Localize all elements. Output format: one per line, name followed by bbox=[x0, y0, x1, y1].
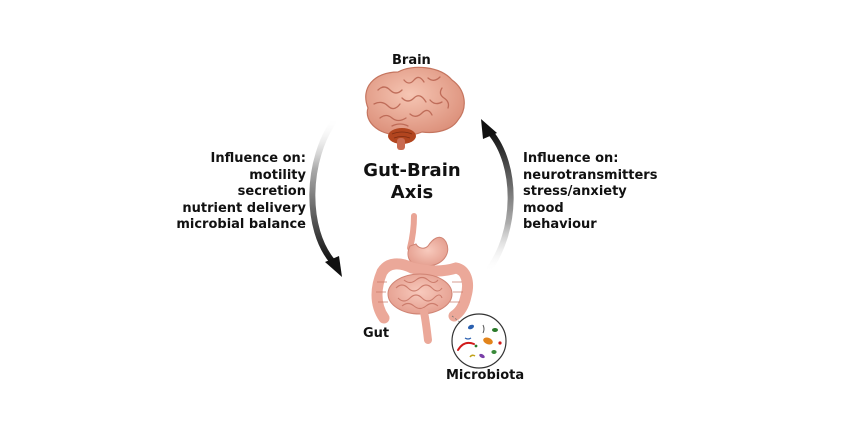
gut-icon bbox=[371, 213, 474, 344]
brain-label: Brain bbox=[392, 53, 431, 68]
left-influence-heading: Influence on: bbox=[210, 151, 307, 166]
microbiota-icon bbox=[451, 313, 507, 369]
microbiota-label: Microbiota bbox=[446, 368, 525, 383]
left-arrowhead bbox=[325, 256, 342, 277]
left-influence-item: microbial balance bbox=[176, 217, 306, 232]
center-title-line-1: Gut-Brain bbox=[363, 160, 461, 181]
right-influence-heading: Influence on: bbox=[523, 151, 619, 166]
right-arrow bbox=[481, 119, 514, 275]
left-arrow bbox=[309, 115, 342, 277]
center-title: Gut-Brain Axis bbox=[338, 160, 486, 204]
left-influence-item: nutrient delivery bbox=[182, 200, 306, 216]
gut-label: Gut bbox=[363, 326, 390, 341]
right-influence-item: behaviour bbox=[523, 217, 597, 232]
left-influence-item: motility bbox=[249, 167, 306, 183]
right-influence-list: Influence on: neurotransmitters stress/a… bbox=[523, 151, 657, 234]
right-influence-item: mood bbox=[523, 200, 564, 216]
left-influence-list: Influence on: motility secretion nutrien… bbox=[176, 151, 306, 234]
cerebellum bbox=[388, 128, 416, 144]
brain-icon bbox=[365, 66, 465, 150]
right-influence-item: neurotransmitters bbox=[523, 167, 658, 183]
left-influence-item: secretion bbox=[237, 184, 306, 199]
right-arrowhead bbox=[481, 119, 497, 139]
right-influence-item: stress/anxiety bbox=[523, 184, 627, 199]
center-title-line-2: Axis bbox=[390, 182, 434, 203]
